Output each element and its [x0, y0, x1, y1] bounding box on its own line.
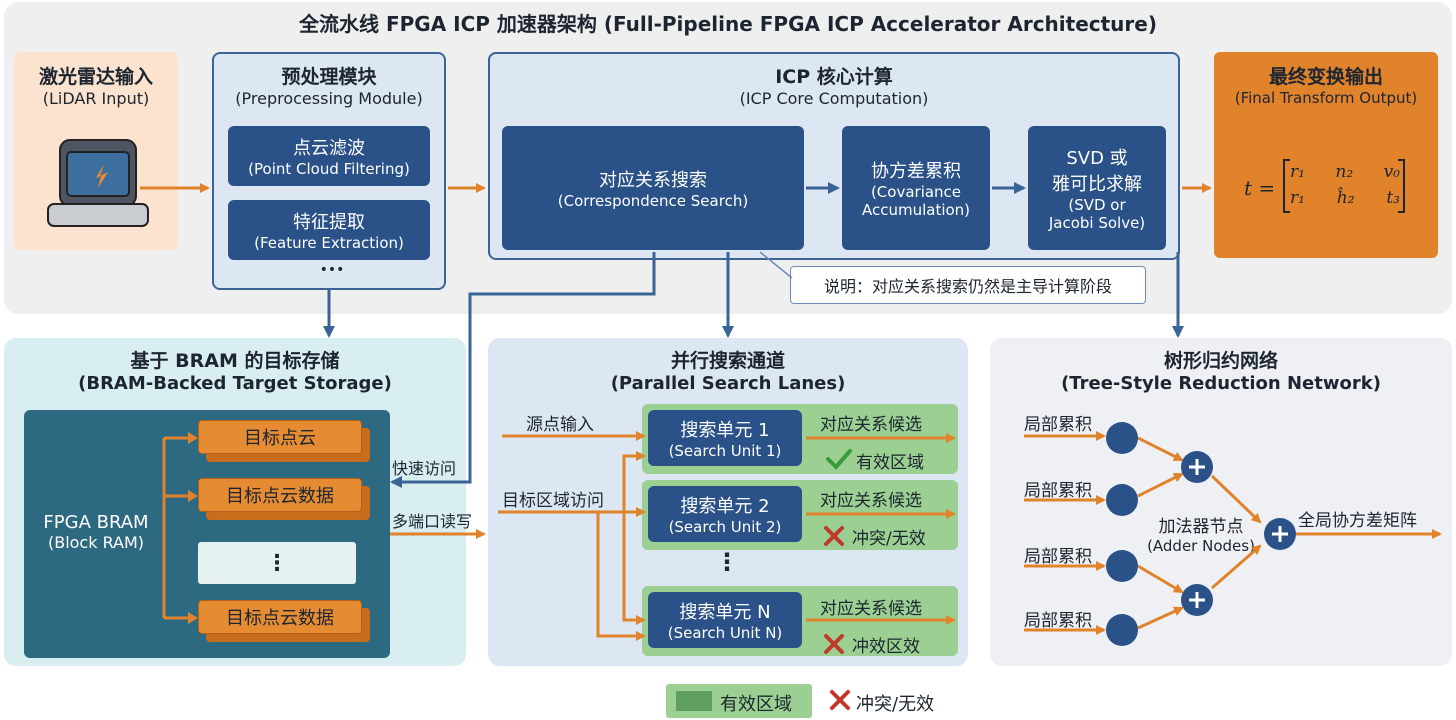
tree-title-en: (Tree-Style Reduction Network): [1061, 373, 1381, 394]
m23: t₃: [1386, 188, 1400, 208]
filtering-cn: 点云滤波: [293, 138, 365, 159]
lidar-title-en: (LiDAR Input): [42, 89, 150, 108]
m12: n₂: [1335, 162, 1354, 182]
covariance-en1: (Covariance: [870, 183, 962, 201]
m22: ĥ₂: [1336, 188, 1355, 208]
legend-valid-square: [676, 691, 712, 711]
local-acc-2: 局部累积: [1024, 481, 1092, 501]
unit-2-candidate: 对应关系候选: [820, 491, 922, 511]
m21: r₁: [1290, 188, 1305, 208]
matrix-row-2: r₁ ĥ₂ t₃: [1290, 188, 1400, 208]
unit-1-en: (Search Unit 1): [668, 442, 782, 460]
legend-invalid-label: 冲突/无效: [856, 694, 935, 715]
search-unit-1: 搜索单元 1 (Search Unit 1): [648, 410, 802, 466]
unit-n-cn: 搜索单元 N: [679, 602, 771, 623]
preprocessing-title: 预处理模块 (Preprocessing Module): [212, 62, 446, 108]
bram-device-label: FPGA BRAM (Block RAM): [28, 512, 164, 552]
svd-cn1: SVD 或: [1066, 148, 1128, 169]
unit-n-en: (Search Unit N): [667, 624, 783, 642]
diagram-title: 全流水线 FPGA ICP 加速器架构 (Full-Pipeline FPGA …: [299, 12, 1157, 36]
covariance-cn: 协方差累积: [871, 161, 961, 182]
legend-cross-icon: [830, 690, 850, 710]
target-point-cloud-data-block-1: 目标点云数据: [198, 478, 362, 512]
unit-1-status: 有效区域: [856, 453, 924, 473]
feature-extraction-box: 特征提取 (Feature Extraction): [228, 200, 430, 260]
svd-cn2: 雅可比求解: [1052, 174, 1142, 195]
svd-en2: Jacobi Solve): [1048, 214, 1146, 232]
bram-title-en: (BRAM-Backed Target Storage): [78, 373, 392, 394]
tree-title: 树形归约网络 (Tree-Style Reduction Network): [990, 346, 1452, 394]
legend-valid-label: 有效区域: [720, 694, 792, 715]
final-output-panel: [1214, 52, 1438, 258]
bram-device-en: (Block RAM): [47, 533, 145, 552]
preprocessing-title-cn: 预处理模块: [281, 66, 377, 88]
point-cloud-filtering-box: 点云滤波 (Point Cloud Filtering): [228, 126, 430, 186]
icp-title-cn: ICP 核心计算: [775, 66, 893, 88]
search-en: (Correspondence Search): [557, 192, 749, 210]
bram-title: 基于 BRAM 的目标存储 (BRAM-Backed Target Storag…: [4, 346, 466, 394]
feature-en: (Feature Extraction): [254, 234, 404, 252]
bram-device-cn: FPGA BRAM: [43, 512, 149, 533]
adder-cn: 加法器节点: [1158, 517, 1244, 537]
filtering-en: (Point Cloud Filtering): [248, 160, 410, 178]
search-ellipsis: ⋮: [715, 548, 739, 576]
unit-n-status: 冲效区效: [852, 637, 920, 657]
adder-en: (Adder Nodes): [1147, 537, 1255, 555]
note-box: 说明：对应关系搜索仍然是主导计算阶段: [790, 266, 1146, 304]
unit-2-status: 冲突/无效: [852, 529, 926, 549]
global-covariance-label: 全局协方差矩阵: [1298, 511, 1417, 531]
lidar-input-panel: 激光雷达输入 (LiDAR Input): [14, 52, 178, 250]
local-acc-1: 局部累积: [1024, 415, 1092, 435]
search-lanes-title-en: (Parallel Search Lanes): [610, 373, 846, 394]
search-unit-n: 搜索单元 N (Search Unit N): [648, 592, 802, 648]
correspondence-search-box: 对应关系搜索 (Correspondence Search): [502, 126, 804, 250]
target-point-cloud-data-block-2: 目标点云数据: [198, 600, 362, 634]
unit-1-cn: 搜索单元 1: [680, 420, 770, 441]
icp-title-en: (ICP Core Computation): [739, 89, 929, 108]
adder-nodes-label: 加法器节点 (Adder Nodes): [1138, 512, 1264, 555]
m11: r₁: [1290, 162, 1305, 182]
bram-title-cn: 基于 BRAM 的目标存储: [130, 350, 340, 372]
formula-lhs: t =: [1244, 176, 1276, 200]
unit-n-candidate: 对应关系候选: [820, 599, 922, 619]
svd-en1: (SVD or: [1068, 196, 1126, 214]
bram-ellipsis: ⋮: [198, 542, 356, 584]
unit-1-candidate: 对应关系候选: [820, 415, 922, 435]
source-input-label: 源点输入: [526, 415, 594, 435]
icp-core-title: ICP 核心计算 (ICP Core Computation): [488, 62, 1180, 108]
svd-solve-box: SVD 或 雅可比求解 (SVD or Jacobi Solve): [1028, 126, 1166, 250]
local-acc-4: 局部累积: [1024, 611, 1092, 631]
local-acc-3: 局部累积: [1024, 547, 1092, 567]
m13: v₀: [1383, 162, 1400, 182]
unit-2-en: (Search Unit 2): [668, 518, 782, 536]
search-unit-2: 搜索单元 2 (Search Unit 2): [648, 486, 802, 542]
output-title-cn: 最终变换输出: [1268, 66, 1383, 88]
lidar-title-cn: 激光雷达输入: [38, 66, 153, 88]
unit-2-cn: 搜索单元 2: [680, 496, 770, 517]
covariance-accumulation-box: 协方差累积 (Covariance Accumulation): [842, 126, 990, 250]
multiport-label: 多端口读写: [392, 512, 473, 531]
covariance-en2: Accumulation): [861, 201, 971, 219]
output-title: 最终变换输出 (Final Transform Output): [1214, 62, 1438, 107]
search-lanes-title-cn: 并行搜索通道: [670, 350, 785, 372]
tree-title-cn: 树形归约网络: [1163, 350, 1278, 372]
search-cn: 对应关系搜索: [599, 170, 707, 191]
output-title-en: (Final Transform Output): [1234, 89, 1418, 107]
fast-access-label: 快速访问: [392, 459, 457, 478]
feature-cn: 特征提取: [293, 212, 365, 233]
preprocessing-title-en: (Preprocessing Module): [235, 89, 423, 108]
matrix-row-1: r₁ n₂ v₀: [1290, 162, 1400, 182]
target-point-cloud-block: 目标点云: [198, 420, 362, 454]
search-lanes-title: 并行搜索通道 (Parallel Search Lanes): [488, 346, 968, 394]
target-access-label: 目标区域访问: [502, 491, 604, 511]
preprocessing-more: •••: [319, 262, 345, 278]
